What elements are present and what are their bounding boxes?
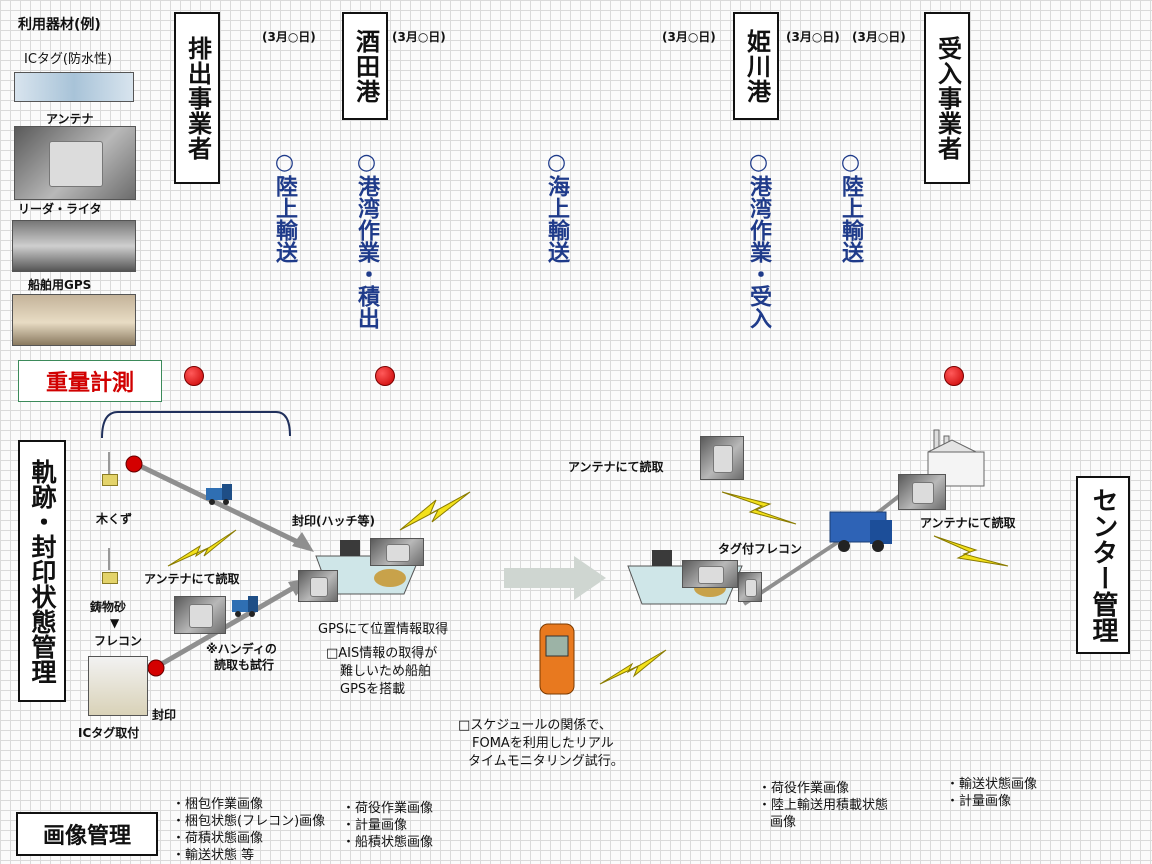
ic-tag-attach-label: ICタグ取付 xyxy=(78,726,140,740)
ic-tag-photo xyxy=(14,72,134,102)
weight-measurement-box: 重量計測 xyxy=(18,360,162,402)
image-list-item: ・荷積状態画像 xyxy=(172,831,264,846)
image-list-item: ・梱包状態(フレコン)画像 xyxy=(172,814,326,829)
arrow-sand-to-ship xyxy=(156,581,302,669)
step-land-transport-2: ○陸上輸送 xyxy=(838,150,863,263)
image-list-item: 画像 xyxy=(770,815,797,830)
arrowhead-wood xyxy=(292,532,314,552)
gps-info-label: GPSにて位置情報取得 xyxy=(318,622,449,637)
image-list-item: ・陸上輸送用積載状態 xyxy=(758,798,889,813)
antenna-photo-right xyxy=(898,474,946,510)
antenna-photo-ship2-side xyxy=(738,572,762,602)
date-4: (3月○日) xyxy=(786,30,840,44)
lightning-icon xyxy=(721,491,797,525)
ais-note-line-1: □AIS情報の取得が xyxy=(326,646,438,661)
stage-receiver: 受入事業者 xyxy=(924,12,970,184)
equipment-antenna-label: アンテナ xyxy=(46,112,94,126)
source-bracket xyxy=(101,411,291,439)
antenna-read-left-label: アンテナにて読取 xyxy=(144,572,240,586)
image-list-col1: ・梱包作業画像 ・梱包状態(フレコン)画像 ・荷積状態画像 ・輸送状態 等 xyxy=(172,796,325,864)
lightning-icon xyxy=(599,649,667,685)
schedule-note-line-3: タイムモニタリング試行。 xyxy=(468,754,624,769)
weight-measurement-label: 重量計測 xyxy=(45,371,134,396)
truck-icon xyxy=(232,596,258,617)
lightning-icon xyxy=(933,535,1009,567)
stage-sakata-port: 酒田港 xyxy=(342,12,388,120)
lightning-icon xyxy=(167,529,237,567)
antenna-photo-ship-top xyxy=(370,538,424,566)
stage-discharger: 排出事業者 xyxy=(174,12,220,184)
image-list-item: ・船積状態画像 xyxy=(342,835,434,850)
lightning-icon xyxy=(399,491,471,531)
foundry-sand-label: 鋳物砂 xyxy=(90,600,127,614)
antenna-read-mid-label: アンテナにて読取 xyxy=(568,460,664,474)
antenna-photo-left xyxy=(174,596,226,634)
handy-note-line-2: 読取も試行 xyxy=(214,658,275,672)
schedule-note-line-2: FOMAを利用したリアル xyxy=(472,736,614,751)
image-list-item: ・荷役作業画像 xyxy=(758,781,850,796)
down-arrow-icon: ▼ xyxy=(110,616,120,630)
weight-dot-discharger xyxy=(184,366,204,386)
weight-dot-sakata xyxy=(375,366,395,386)
factory-icon xyxy=(927,429,985,487)
flexcon-photo xyxy=(88,656,148,716)
ais-note-line-3: GPSを搭載 xyxy=(340,682,406,697)
antenna-read-right-label: アンテナにて読取 xyxy=(920,516,1016,530)
image-list-item: ・梱包作業画像 xyxy=(172,797,264,812)
wood-bin-icon xyxy=(102,474,118,486)
source-dot-wood xyxy=(125,455,143,473)
image-management-box: 画像管理 xyxy=(16,812,158,856)
reader-writer-photo xyxy=(12,220,136,272)
image-list-col4: ・輸送状態画像 ・計量画像 xyxy=(946,776,1037,810)
trajectory-seal-management-box: 軌跡・封印状態管理 xyxy=(18,440,66,702)
ais-note-line-2: 難しいため船舶 xyxy=(340,664,432,679)
tagged-flexcon-label: タグ付フレコン xyxy=(718,542,803,556)
center-management-box: センター管理 xyxy=(1076,476,1130,654)
equipment-ic-tag-label: ICタグ(防水性) xyxy=(24,52,113,67)
step-land-transport-1: ○陸上輸送 xyxy=(272,150,297,263)
image-list-item: ・計量画像 xyxy=(946,794,1012,809)
image-list-item: ・輸送状態 等 xyxy=(172,848,255,863)
antenna-photo-ship xyxy=(298,570,338,602)
handheld-gps-icon xyxy=(539,623,575,695)
handy-note-line-1: ※ハンディの xyxy=(206,642,277,656)
antenna-photo-ship2 xyxy=(682,560,738,588)
date-1: (3月○日) xyxy=(262,30,316,44)
wood-label: 木くず xyxy=(96,512,133,526)
antenna-tower-icon xyxy=(108,452,110,474)
date-2: (3月○日) xyxy=(392,30,446,44)
large-truck-icon xyxy=(829,511,892,552)
truck-icon xyxy=(206,484,232,505)
image-list-item: ・輸送状態画像 xyxy=(946,777,1038,792)
antenna-photo xyxy=(14,126,136,200)
image-management-label: 画像管理 xyxy=(42,824,131,849)
image-list-item: ・計量画像 xyxy=(342,818,408,833)
flexcon-label: フレコン xyxy=(94,634,143,648)
antenna-tower-icon xyxy=(108,548,110,570)
source-dot-sand xyxy=(147,659,165,677)
ship-gps-photo xyxy=(12,294,136,346)
step-sea-transport: ○海上輸送 xyxy=(544,150,569,263)
step-port-loading: ○港湾作業・積出 xyxy=(354,150,379,329)
seal-label: 封印 xyxy=(152,708,177,722)
equipment-ship-gps-label: 船舶用GPS xyxy=(28,278,92,292)
schedule-note-line-1: □スケジュールの関係で、 xyxy=(458,718,612,733)
sand-bin-icon xyxy=(102,572,118,584)
arrow-wood-to-ship xyxy=(134,461,308,549)
weight-dot-receiver xyxy=(944,366,964,386)
equipment-heading: 利用器材(例) xyxy=(18,17,101,33)
date-5: (3月○日) xyxy=(852,30,906,44)
date-3: (3月○日) xyxy=(662,30,716,44)
image-list-col2: ・荷役作業画像 ・計量画像 ・船積状態画像 xyxy=(342,800,433,851)
antenna-photo-mid xyxy=(700,436,744,480)
image-list-item: ・荷役作業画像 xyxy=(342,801,434,816)
equipment-reader-writer-label: リーダ・ライタ xyxy=(18,202,102,216)
sea-transport-arrow xyxy=(504,556,606,600)
stage-himekawa-port: 姫川港 xyxy=(733,12,779,120)
step-port-receiving: ○港湾作業・受入 xyxy=(746,150,771,329)
seal-hatch-label: 封印(ハッチ等) xyxy=(292,514,375,528)
image-list-col3: ・荷役作業画像 ・陸上輸送用積載状態 画像 xyxy=(758,780,888,831)
